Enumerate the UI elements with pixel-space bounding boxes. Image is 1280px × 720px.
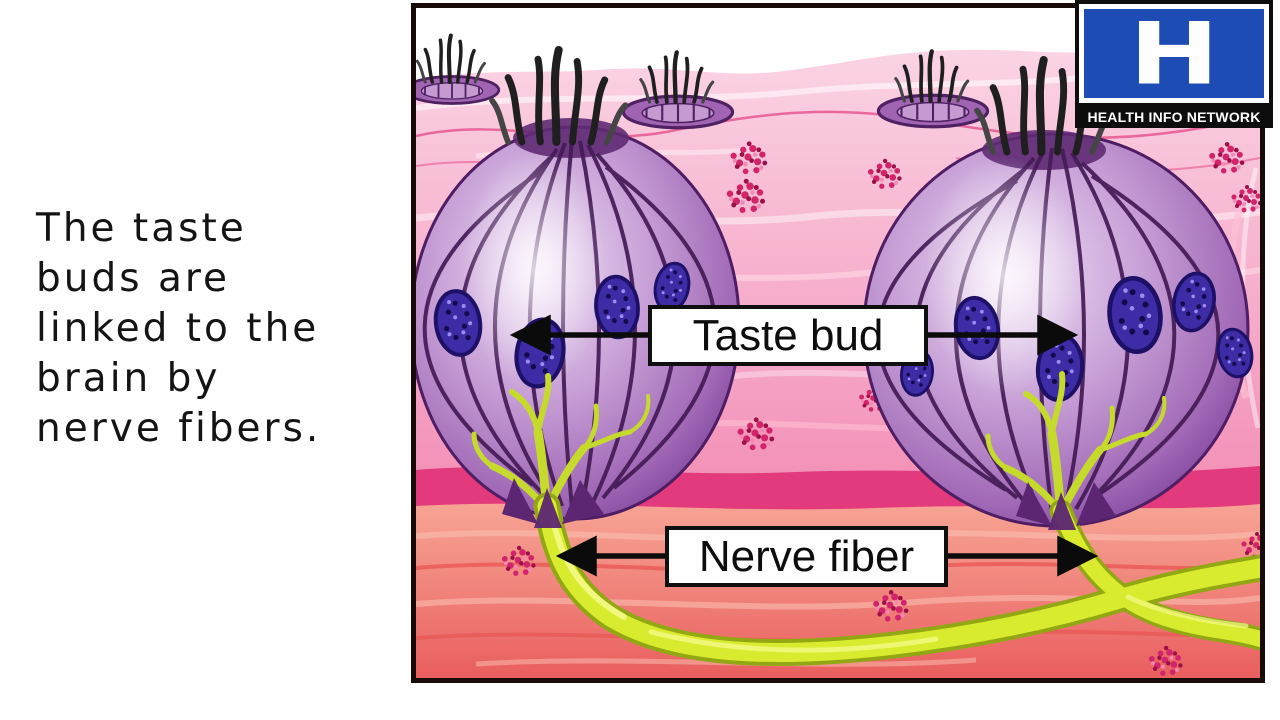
taste-bud-arrows: [509, 314, 1079, 356]
nerve-fiber-path: [533, 492, 1260, 667]
taste-bud-left: [416, 50, 741, 521]
bud-calyx-spikes: [502, 478, 1116, 530]
health-info-network-logo: H HEALTH INFO NETWORK: [1075, 0, 1273, 128]
label-nerve-fiber: Nerve fiber: [665, 526, 948, 587]
caption-text: The taste buds are linked to the brain b…: [36, 206, 322, 451]
label-taste-bud: Taste bud: [648, 305, 928, 366]
taste-bud-illustration: [416, 8, 1260, 678]
nerve-fiber-label-text: Nerve fiber: [698, 531, 915, 581]
hospital-sign-blue-field: H: [1079, 4, 1269, 103]
logo-banner-text: HEALTH INFO NETWORK: [1075, 106, 1273, 128]
hospital-sign-icon: H: [1075, 0, 1273, 106]
nerve-fiber-arrows: [555, 535, 1099, 577]
hospital-h-letter: H: [1129, 4, 1219, 103]
taste-bud-label-text: Taste bud: [692, 310, 884, 360]
